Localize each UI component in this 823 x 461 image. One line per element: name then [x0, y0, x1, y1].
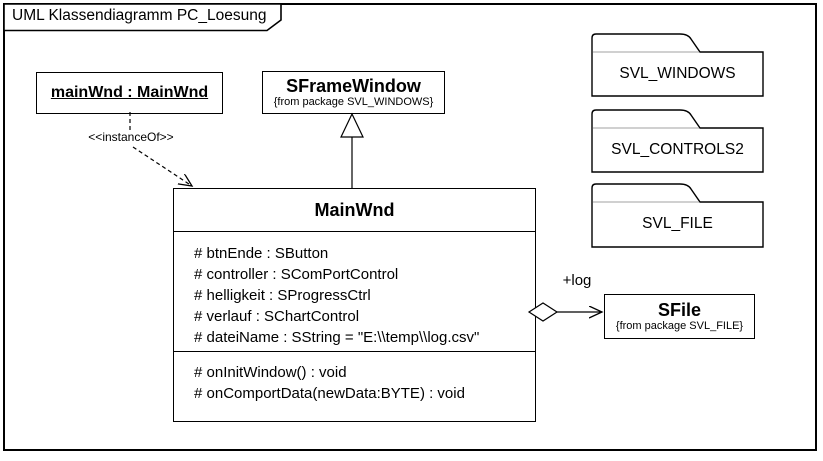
- object-box-mainwnd[interactable]: mainWnd : MainWnd: [36, 72, 223, 114]
- package-label: SVL_WINDOWS: [619, 65, 736, 82]
- attributes-compartment: # btnEnde : SButton # controller : SComP…: [174, 231, 535, 351]
- class-name-mainwnd: MainWnd: [314, 199, 395, 220]
- diagram-title: UML Klassendiagramm PC_Loesung: [12, 7, 267, 24]
- package-label: SVL_CONTROLS2: [611, 141, 744, 158]
- attribute-row: # controller : SComPortControl: [194, 266, 399, 283]
- method-row: # onComportData(newData:BYTE) : void: [194, 385, 465, 402]
- package-svl-file[interactable]: SVL_FILE: [592, 184, 763, 247]
- class-name-sfile: SFile: [657, 300, 701, 320]
- package-svl-controls2[interactable]: SVL_CONTROLS2: [592, 110, 763, 172]
- object-label: mainWnd : MainWnd: [50, 84, 209, 101]
- attribute-row: # helligkeit : SProgressCtrl: [194, 287, 371, 304]
- aggregation-role-label: +log: [562, 272, 592, 289]
- package-svl-windows[interactable]: SVL_WINDOWS: [592, 34, 763, 96]
- attribute-row: # verlauf : SChartControl: [194, 308, 360, 325]
- class-name-sframewindow: SFrameWindow: [286, 76, 421, 96]
- class-box-sframewindow[interactable]: SFrameWindow {from package SVL_WINDOWS}: [262, 71, 445, 114]
- package-note-sfile: {from package SVL_FILE}: [615, 320, 744, 332]
- instanceof-label: <<instanceOf>>: [86, 130, 176, 144]
- method-row: # onInitWindow() : void: [194, 364, 347, 381]
- diagram-frame: [3, 3, 817, 451]
- package-note-sframewindow: {from package SVL_WINDOWS}: [273, 96, 434, 108]
- methods-compartment: # onInitWindow() : void # onComportData(…: [174, 351, 535, 421]
- attribute-row: # dateiName : SString = "E:\\temp\\log.c…: [194, 329, 480, 346]
- attribute-row: # btnEnde : SButton: [194, 245, 329, 262]
- class-box-mainwnd[interactable]: MainWnd # btnEnde : SButton # controller…: [173, 188, 536, 422]
- class-box-sfile[interactable]: SFile {from package SVL_FILE}: [604, 294, 755, 339]
- package-label: SVL_FILE: [642, 215, 713, 232]
